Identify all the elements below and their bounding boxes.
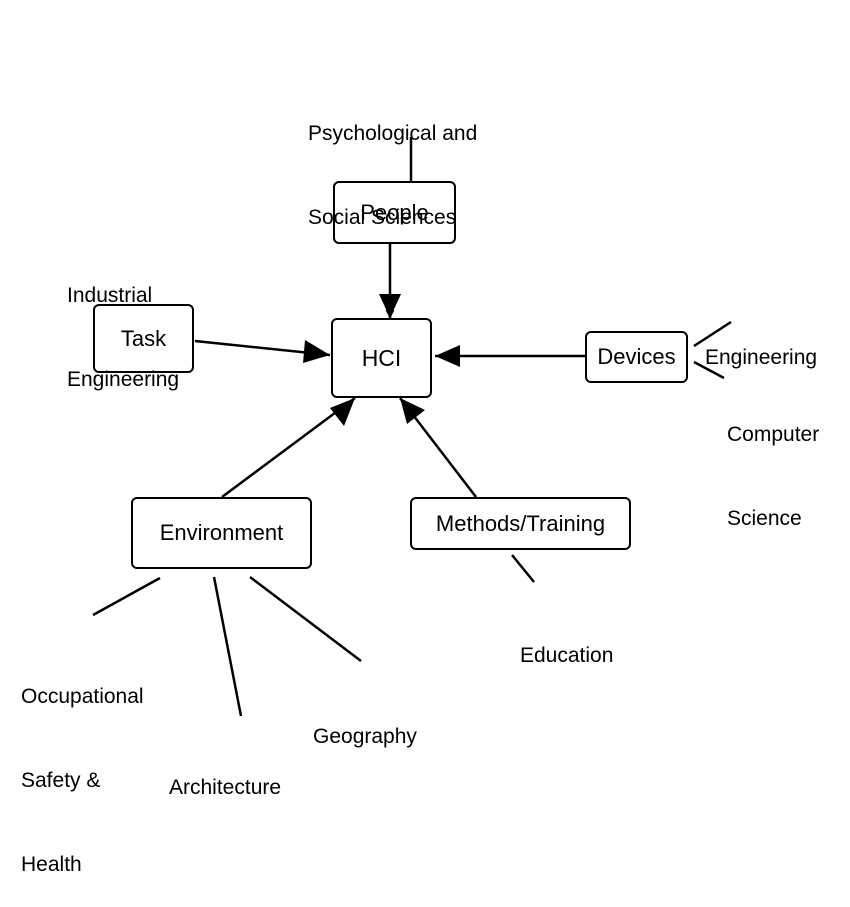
label-engineering: Engineering <box>705 288 817 400</box>
label-industrial-line1: Industrial <box>67 284 153 307</box>
label-cs-line2: Science <box>727 507 802 530</box>
label-psych-line1: Psychological and <box>308 122 478 145</box>
node-devices: Devices <box>585 331 688 383</box>
arrowhead-environment <box>330 398 355 426</box>
arrowhead-people <box>379 294 401 318</box>
connector-devices-engineering <box>693 320 732 348</box>
label-occ-line2: Safety & <box>21 769 101 792</box>
node-people: People <box>333 181 456 244</box>
node-methods-training-label: Methods/Training <box>435 510 606 536</box>
connector-environment-architecture <box>212 576 243 717</box>
node-task: Task <box>93 304 194 373</box>
connector-devices-cs <box>693 360 725 380</box>
arrowhead-task <box>303 340 330 363</box>
label-occupational-safety-health: Occupational Safety & Health <box>21 627 144 907</box>
diagram-canvas <box>92 137 732 717</box>
connector-methods-education <box>511 554 535 583</box>
label-psychological-social-sciences: Psychological and Social Sciences <box>308 64 477 260</box>
label-engineering-text: Engineering <box>705 346 818 369</box>
label-geography: Geography <box>313 667 417 779</box>
label-cs-line1: Computer <box>727 423 820 446</box>
arrow-environment-to-hci <box>221 396 356 499</box>
connector-environment-geography <box>249 576 362 662</box>
label-education-text: Education <box>520 644 614 667</box>
node-task-label: Task <box>120 325 167 351</box>
arrowhead-devices <box>435 345 460 367</box>
label-architecture: Architecture <box>169 718 281 830</box>
label-geography-text: Geography <box>313 725 417 748</box>
arrowhead-methods <box>400 398 425 424</box>
label-computer-science: Computer Science <box>727 365 819 561</box>
node-hci: HCI <box>331 318 432 398</box>
label-industrial-engineering: Industrial Engineering <box>67 226 179 422</box>
node-people-label: People <box>360 199 429 225</box>
connector-environment-occupational <box>92 576 161 617</box>
node-environment-label: Environment <box>159 520 284 545</box>
label-architecture-text: Architecture <box>169 776 282 799</box>
node-devices-label: Devices <box>597 344 676 369</box>
label-occ-line1: Occupational <box>21 685 144 708</box>
label-psych-line2: Social Sciences <box>308 206 457 229</box>
label-industrial-line2: Engineering <box>67 368 180 391</box>
label-occ-line3: Health <box>21 853 82 876</box>
node-methods-training: Methods/Training <box>410 497 631 550</box>
node-environment: Environment <box>131 497 312 569</box>
node-hci-label: HCI <box>361 344 402 371</box>
label-education: Education <box>520 586 613 698</box>
